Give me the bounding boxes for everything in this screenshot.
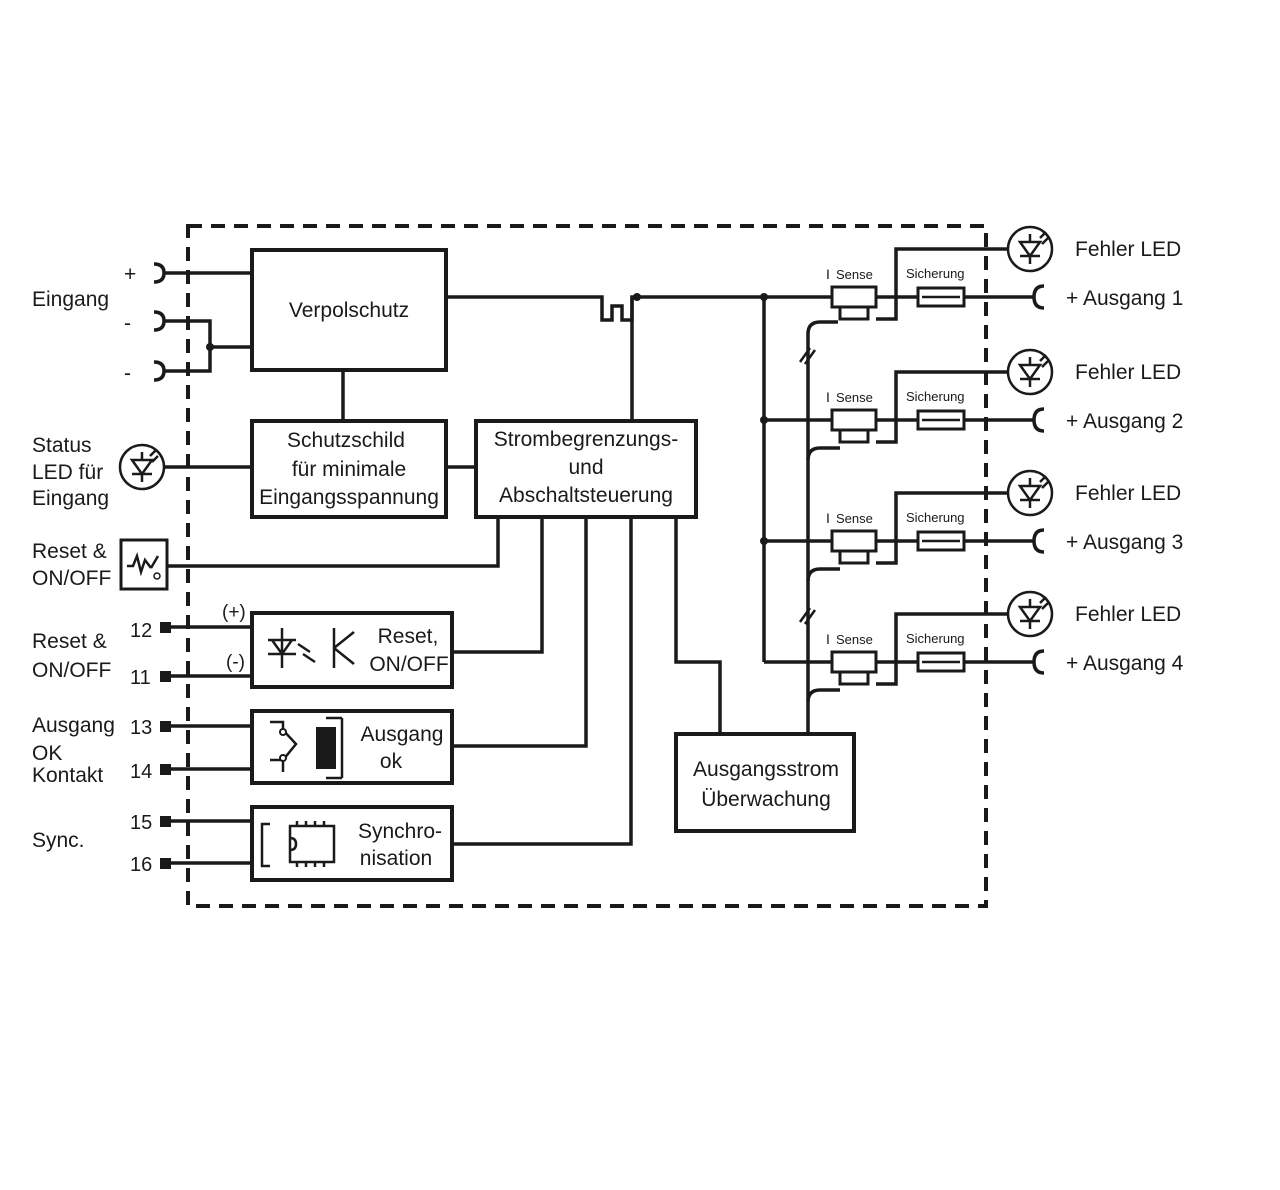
label-minus-1: - [124,312,131,335]
aok-line-1: Ausgang [361,723,444,746]
led-icon [118,443,166,491]
relay-icon [270,716,344,780]
pin-13: 13 [130,717,152,739]
sicherung-label-4: Sicherung [906,631,965,646]
pin-11: 11 [130,667,151,689]
isense-tap-1 [838,305,870,321]
isense-sub-2: Sense [836,390,873,405]
isense-label-1: I [826,266,830,282]
schutz-line-2: für minimale [292,458,406,481]
pin-14: 14 [130,761,152,783]
ueber-line-1: Ausgangsstrom [693,758,839,781]
label-reset-a-1: Reset & [32,540,107,563]
led-symbol-1 [1017,234,1043,264]
housing-boundary [186,224,988,908]
ausgang-label-4: + Ausgang 4 [1066,652,1184,675]
block-verpolschutz [250,248,448,372]
fehler-led-label-1: Fehler LED [1075,238,1181,261]
isense-box-3 [830,529,878,553]
strom-line-1: Strombegrenzungs- [494,428,678,451]
isense-label-3: I [826,510,830,526]
schutz-line-1: Schutzschild [287,429,405,452]
fehler-led-label-2: Fehler LED [1075,361,1181,384]
led-symbol-3 [1017,478,1043,508]
chip-icon [260,821,336,868]
label-reset-a-2: ON/OFF [32,567,111,590]
pin-12: 12 [130,620,152,642]
label-status-3: Eingang [32,487,109,510]
ausgang-label-2: + Ausgang 2 [1066,410,1183,433]
schutz-line-3: Eingangsspannung [259,486,439,509]
connector-icon [1032,407,1045,433]
fehler-line-3 [876,491,1008,565]
pol-minus: (-) [226,652,245,673]
block-ueberwachung [674,732,856,833]
pol-plus: (+) [222,602,246,623]
block-schutzschild [250,419,448,519]
isense-tap-3 [838,549,870,565]
pin-16: 16 [130,854,152,876]
label-status-2: LED für [32,461,103,484]
sync-line-1: Synchro- [358,820,442,843]
sicherung-label-2: Sicherung [906,389,965,404]
fehler-led-label-4: Fehler LED [1075,603,1181,626]
fehler-line-4 [876,612,1008,686]
label-ausgang-ok-1: Ausgang [32,714,115,737]
sense-feedback-4 [806,688,840,703]
isense-box-4 [830,650,878,674]
label-ausgang-ok-2: OK [32,742,62,765]
label-eingang: Eingang [32,288,109,311]
isense-sub-1: Sense [836,267,873,282]
isense-box-2 [830,408,878,432]
label-minus-2: - [124,362,131,385]
ausgang-label-1: + Ausgang 1 [1066,287,1183,310]
label-reset-b-2: ON/OFF [32,659,111,682]
led-rays-4 [1039,596,1049,610]
block-sync [250,805,454,882]
sense-feedback-2 [806,446,840,461]
switch-icon [119,538,169,591]
ausgang-label-3: + Ausgang 3 [1066,531,1183,554]
label-plus: + [124,263,136,286]
verpolschutz-label: Verpolschutz [289,299,409,322]
optocoupler-icon [268,628,355,668]
aok-line-2: ok [380,750,403,773]
connector-icon [1032,284,1045,310]
strom-line-3: Abschaltsteuerung [499,484,673,507]
block-ausgang-ok [250,709,454,785]
isense-tap-2 [838,428,870,444]
led-symbol-2 [1017,357,1043,387]
label-ausgang-ok-3: Kontakt [32,764,103,787]
pin-15: 15 [130,812,152,834]
connector-icon [153,262,166,382]
led-symbol-4 [1017,599,1043,629]
reset-line-1: Reset, [378,625,439,648]
fehler-line-2 [876,370,1008,444]
sicherung-label-1: Sicherung [906,266,965,281]
reset-line-2: ON/OFF [369,653,448,676]
led-rays-3 [1039,475,1049,489]
fehler-line-1 [876,247,1008,321]
label-reset-b-1: Reset & [32,630,107,653]
label-status-1: Status [32,434,92,457]
isense-label-2: I [826,389,830,405]
isense-box-1 [830,285,878,309]
sicherung-label-3: Sicherung [906,510,965,525]
isense-tap-4 [838,670,870,686]
fehler-led-label-3: Fehler LED [1075,482,1181,505]
isense-sub-4: Sense [836,632,873,647]
ueber-line-2: Überwachung [701,788,831,811]
isense-sub-3: Sense [836,511,873,526]
led-rays-2 [1039,354,1049,368]
label-sync: Sync. [32,829,85,852]
strom-line-2: und [568,456,603,479]
connector-icon [1032,649,1045,675]
sense-feedback-3 [806,567,840,582]
connector-icon [1032,528,1045,554]
isense-label-4: I [826,631,830,647]
sync-line-2: nisation [360,847,432,870]
led-rays-1 [1039,231,1049,245]
